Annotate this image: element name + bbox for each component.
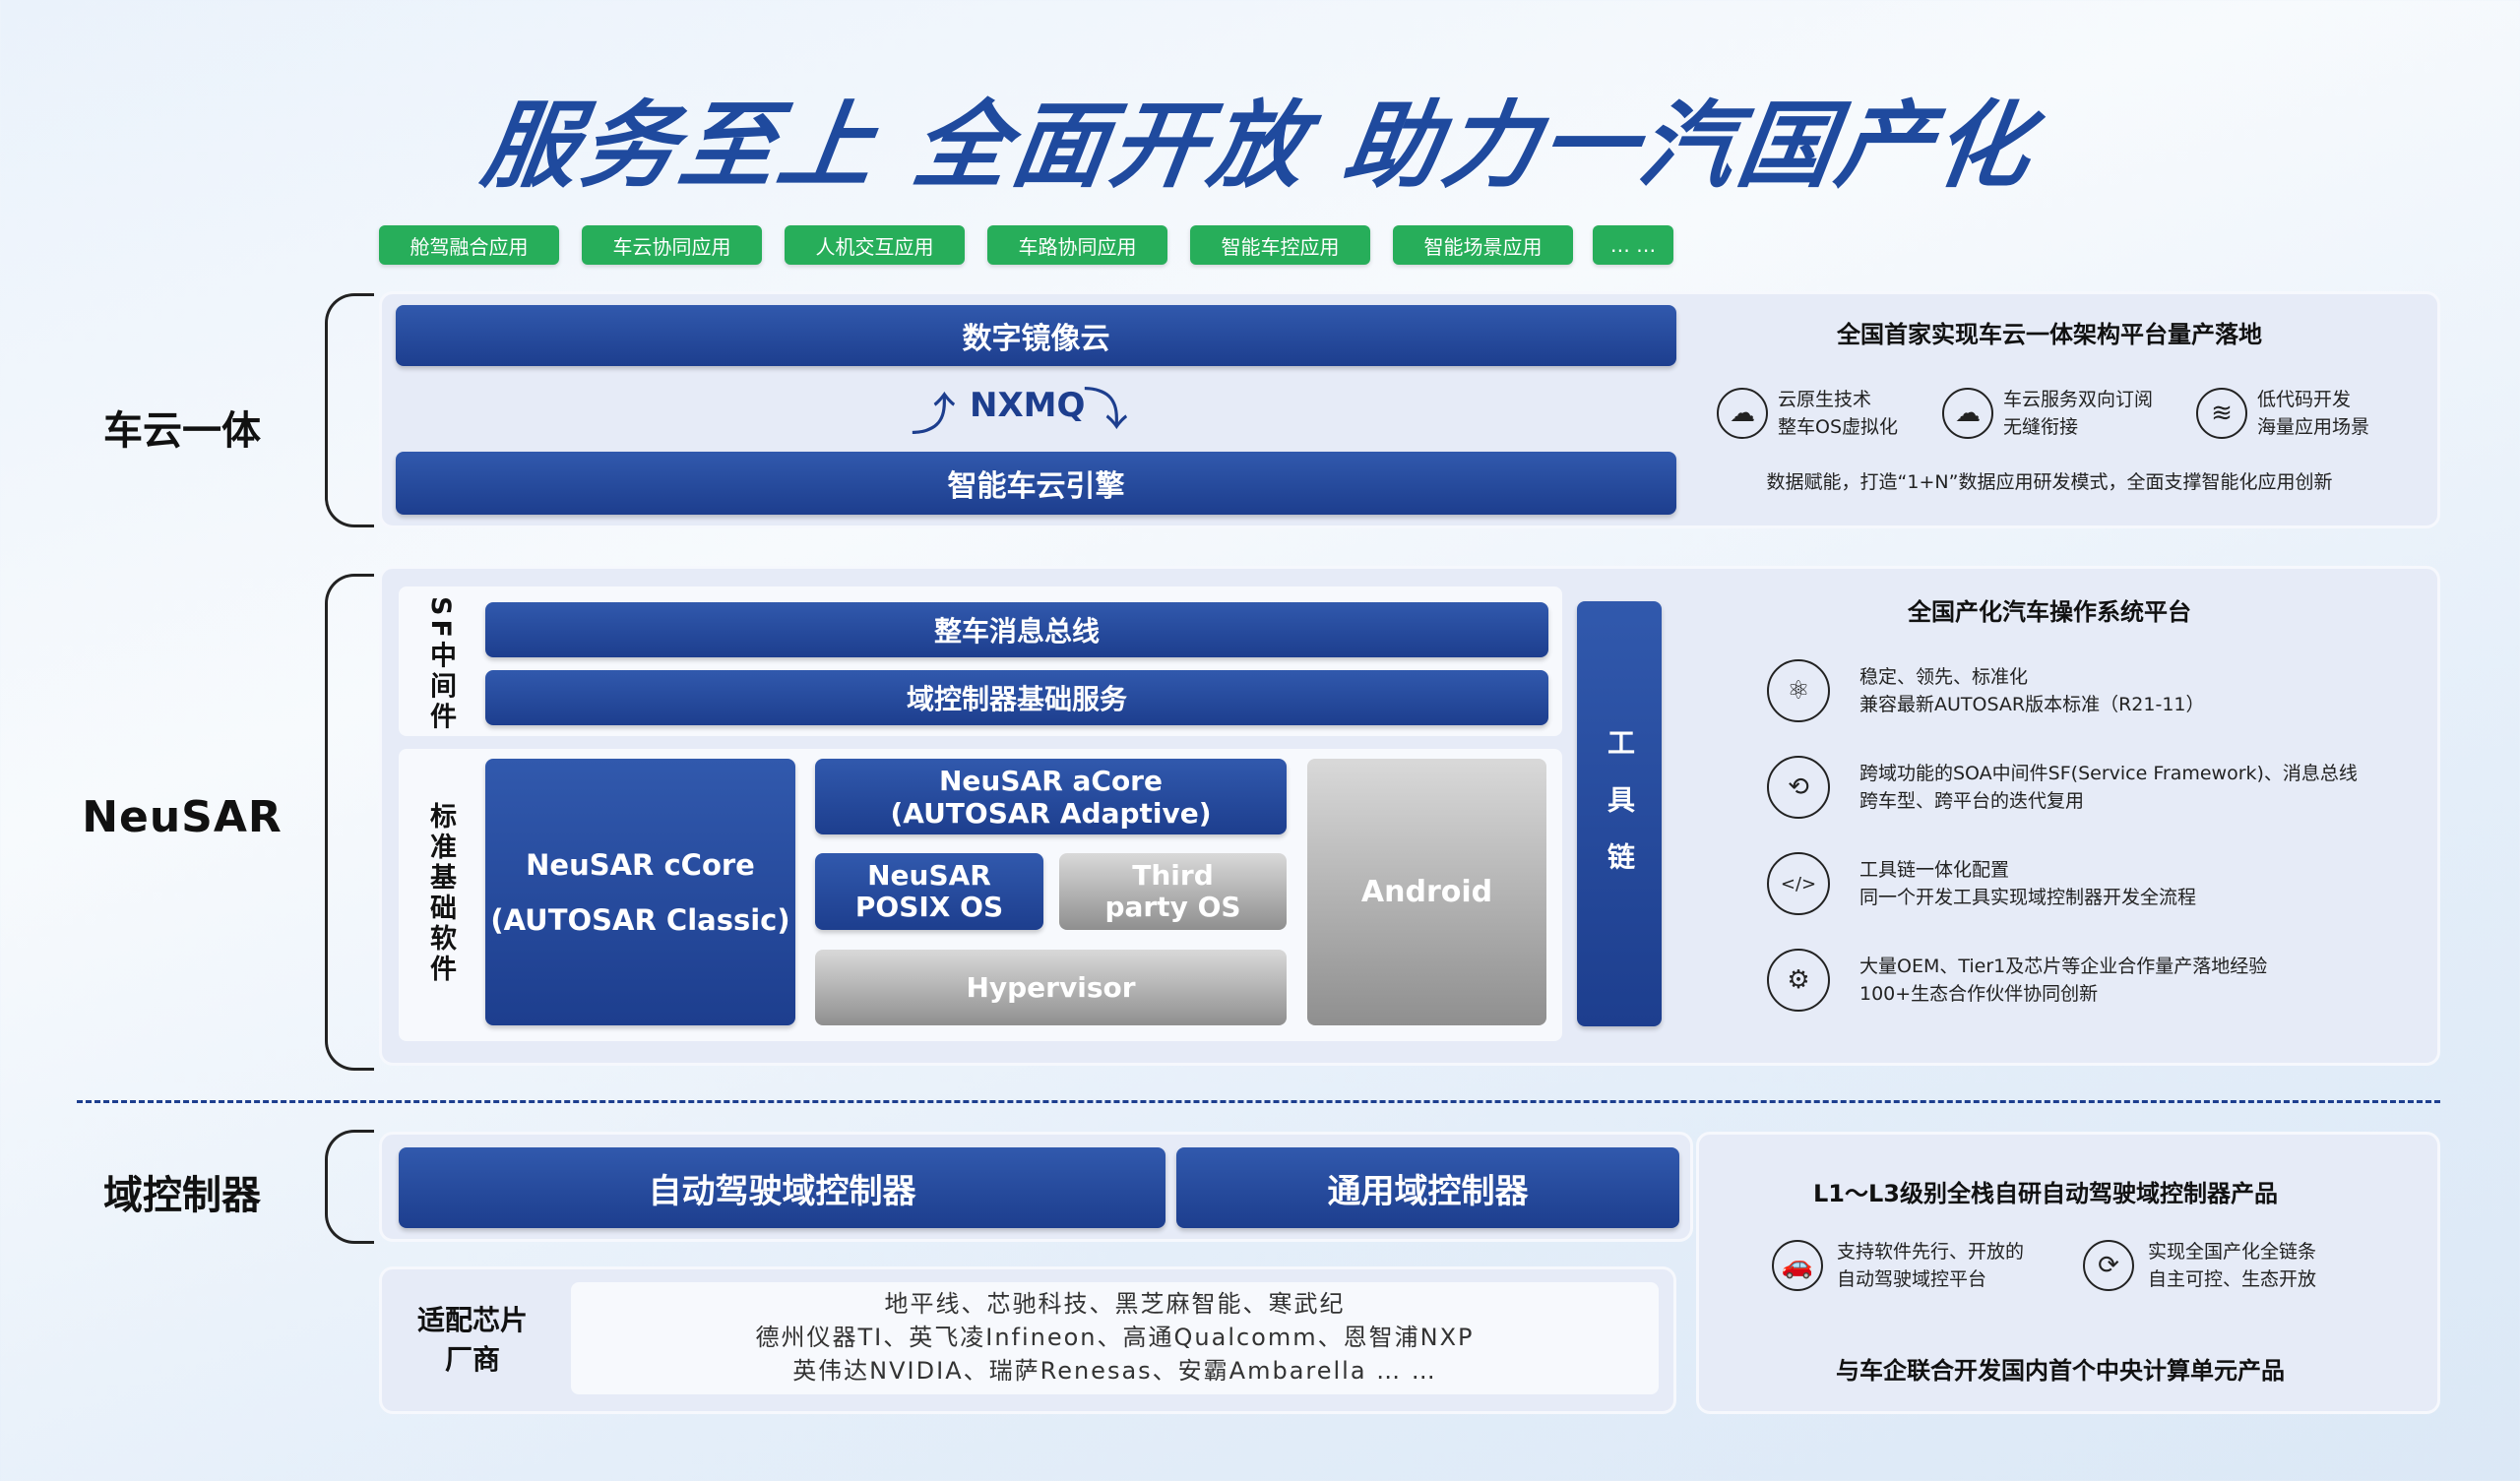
brace-icon (325, 1130, 374, 1244)
cloud-topology-icon: ☁ (1942, 388, 1993, 439)
hypervisor-block: Hypervisor (815, 950, 1287, 1025)
code-monitor-icon: </> (1767, 852, 1830, 915)
feature-item: ⚛稳定、领先、标准化兼容最新AUTOSAR版本标准（R21-11） (1767, 659, 2205, 722)
feature-item: 🚗支持软件先行、开放的自动驾驶域控平台 (1772, 1238, 2024, 1293)
feature-item: ☁车云服务双向订阅无缝衔接 (1942, 386, 2153, 441)
digital-twin-cloud-bar: 数字镜像云 (396, 305, 1676, 366)
feature-item: </>工具链一体化配置同一个开发工具实现域控制器开发全流程 (1767, 852, 2196, 915)
app-tag: 人机交互应用 (785, 225, 965, 265)
s3-footer: 与车企联合开发国内首个中央计算单元产品 (1836, 1357, 2285, 1385)
feature-item: ≋低代码开发海量应用场景 (2196, 386, 2369, 441)
chip-vendor-list: 地平线、芯驰科技、黑芝麻智能、寒武纪德州仪器TI、英飞凌Infineon、高通Q… (571, 1282, 1659, 1394)
brace-icon (325, 574, 374, 1071)
app-tag: 舱驾融合应用 (379, 225, 559, 265)
app-tag: 车路协同应用 (987, 225, 1167, 265)
general-controller-bar: 通用域控制器 (1176, 1147, 1679, 1228)
cloud-engine-bar: 智能车云引擎 (396, 452, 1676, 515)
nxmq-label: NXMQ (970, 386, 1086, 425)
share-nodes-icon: ⟳ (2083, 1240, 2134, 1291)
s1-footer: 数据赋能，打造“1+N”数据应用研发模式，全面支撑智能化应用创新 (1766, 471, 2333, 493)
android-block: Android (1307, 759, 1546, 1025)
gears-icon: ⚙ (1767, 949, 1830, 1012)
app-tag: 智能场景应用 (1393, 225, 1573, 265)
message-bus-bar: 整车消息总线 (485, 602, 1548, 657)
divider (77, 1100, 2440, 1103)
app-tag: 车云协同应用 (582, 225, 762, 265)
base-service-bar: 域控制器基础服务 (485, 670, 1548, 725)
feature-item: ☁云原生技术整车OS虚拟化 (1717, 386, 1898, 441)
s1-right-title: 全国首家实现车云一体架构平台量产落地 (1837, 321, 2262, 348)
refresh-device-icon: ⟲ (1767, 756, 1830, 819)
app-tag-more: … … (1593, 225, 1673, 265)
layers-icon: ≋ (2196, 388, 2247, 439)
s3-right-title: L1～L3级别全栈自研自动驾驶域控制器产品 (1813, 1180, 2278, 1207)
app-tag: 智能车控应用 (1190, 225, 1370, 265)
section-label-neusar: NeuSAR (82, 792, 283, 842)
arrow-up-icon: ⤴ (911, 388, 956, 441)
ccore-block: NeuSAR cCore(AUTOSAR Classic) (485, 759, 795, 1025)
chip-vendor-label: 适配芯片厂商 (416, 1304, 528, 1376)
section-label-vehicle-cloud: 车云一体 (103, 408, 261, 454)
adas-controller-bar: 自动驾驶域控制器 (399, 1147, 1166, 1228)
sf-label: SF中间件 (425, 596, 456, 733)
acore-block: NeuSAR aCore(AUTOSAR Adaptive) (815, 759, 1287, 834)
cloud-network-icon: ☁ (1717, 388, 1768, 439)
brace-icon (325, 293, 374, 527)
feature-item: ⟲跨域功能的SOA中间件SF(Service Framework)、消息总线跨车… (1767, 756, 2358, 819)
toolchain-bar: 工具链 (1577, 601, 1662, 1026)
section-label-domain-controller: 域控制器 (103, 1173, 261, 1218)
std-label: 标准基础软件 (425, 802, 456, 985)
feature-item: ⟳实现全国产化全链条自主可控、生态开放 (2083, 1238, 2316, 1293)
arrow-down-icon: ⤵ (1083, 383, 1128, 436)
s2-right-title: 全国产化汽车操作系统平台 (1908, 598, 2191, 626)
connected-car-icon: 🚗 (1772, 1240, 1823, 1291)
page-title: 服务至上 全面开放 助力一汽国产化 (475, 91, 2043, 201)
atom-icon: ⚛ (1767, 659, 1830, 722)
